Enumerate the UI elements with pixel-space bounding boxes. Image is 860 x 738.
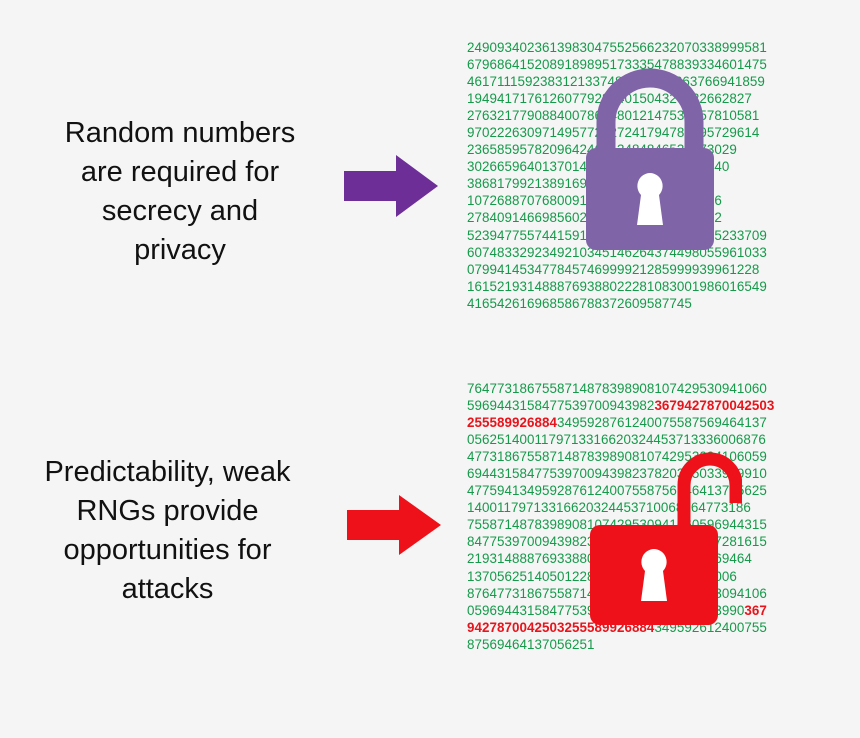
top-caption-line: are required for bbox=[80, 156, 280, 188]
number-line: 0562514001179713316620324453713336006876 bbox=[467, 431, 847, 448]
predictable-sequence: 367 bbox=[744, 602, 767, 618]
number-segment: 7647731867558714878398908107429530941060 bbox=[467, 381, 767, 396]
number-segment: 0562514001179713316620324453713336006876 bbox=[467, 432, 766, 448]
number-segment: 5969443158477539700943982 bbox=[467, 398, 655, 414]
number-line: 416542616968586788372609587745 bbox=[467, 295, 692, 311]
number-line: 7647731867558714878398908107429530941060 bbox=[467, 380, 847, 397]
top-arrow-icon bbox=[344, 155, 438, 217]
bottom-arrow-icon bbox=[347, 495, 441, 555]
number-segment: 4775941349592876124007558756946413705625 bbox=[467, 483, 767, 499]
bottom-caption: Predictability, weak RNGs provide opport… bbox=[0, 453, 335, 609]
bottom-caption-line: attacks bbox=[121, 573, 214, 605]
bottom-caption-line: Predictability, weak bbox=[44, 456, 291, 488]
number-segment: 87569464137056251 bbox=[467, 636, 595, 652]
number-line: 2490934023613983047552566232070338999581 bbox=[467, 40, 767, 55]
number-line: 87569464137056251 bbox=[467, 636, 847, 653]
bottom-caption-line: RNGs provide bbox=[76, 495, 259, 527]
number-line: 2555899268843495928761240075587569464137 bbox=[467, 414, 847, 431]
top-caption: Random numbers are required for secrecy … bbox=[10, 114, 350, 270]
number-line: 5969443158477539700943982367942787004250… bbox=[467, 397, 847, 414]
top-caption-line: Random numbers bbox=[64, 117, 296, 149]
number-line: 4775941349592876124007558756946413705625 bbox=[467, 482, 847, 499]
number-line: 1615219314888769388022281083001986016549 bbox=[467, 278, 767, 294]
unlocked-padlock-icon bbox=[590, 452, 742, 625]
predictable-sequence: 3679427870042503 bbox=[654, 398, 775, 414]
number-line: 6796864152089189895173335478839334601475 bbox=[467, 57, 767, 73]
number-segment: 3495928761240075587569464137 bbox=[556, 415, 767, 431]
predictable-sequence: 255589926884 bbox=[467, 415, 557, 431]
number-line: 079941453477845746999921285999939961228 bbox=[467, 261, 760, 277]
top-caption-line: secrecy and bbox=[101, 195, 259, 227]
bottom-caption-line: opportunities for bbox=[63, 534, 272, 566]
top-caption-line: privacy bbox=[134, 234, 226, 266]
locked-padlock-icon bbox=[586, 68, 714, 250]
